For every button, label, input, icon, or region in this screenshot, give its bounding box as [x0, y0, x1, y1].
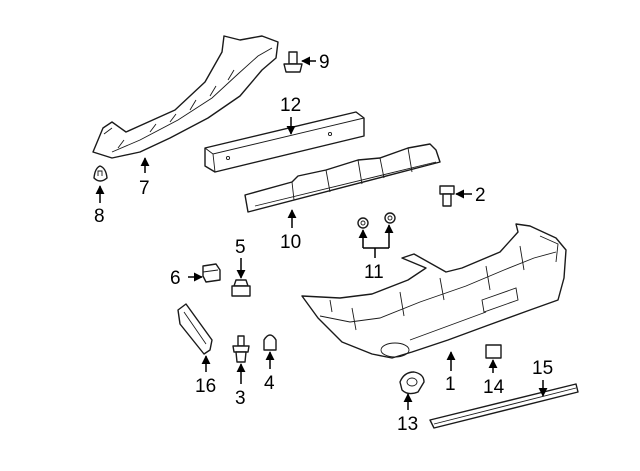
callout-labels: 1 2 3 4 5 6 7 8 9 10 11 12 13 14 15 16 [94, 52, 553, 435]
part-12-reinforcement [204, 111, 365, 173]
part-16-side-bracket [177, 303, 213, 355]
leader-lines [95, 56, 548, 410]
part-7-bracket [92, 35, 279, 159]
callout-9: 9 [319, 52, 330, 73]
part-2-bolt [439, 185, 455, 207]
callout-2: 2 [475, 185, 486, 206]
callout-3: 3 [235, 388, 246, 409]
callout-10: 10 [280, 232, 301, 253]
part-5-retainer [231, 279, 251, 297]
part-4-rivet [263, 334, 277, 351]
callout-11: 11 [364, 262, 384, 283]
callout-13: 13 [397, 414, 418, 435]
callout-4: 4 [264, 373, 275, 394]
part-14-pad [485, 344, 502, 359]
part-8-clip [93, 165, 108, 182]
part-10-absorber [244, 143, 441, 213]
part-1-bumper-cover [301, 223, 567, 359]
callout-1: 1 [445, 374, 456, 395]
part-9-bolt [283, 51, 303, 73]
callout-6: 6 [170, 268, 181, 289]
callout-15: 15 [532, 358, 553, 379]
callout-12: 12 [280, 95, 301, 116]
callout-8: 8 [94, 206, 105, 227]
callout-5: 5 [235, 237, 246, 258]
part-6-bracket [202, 263, 221, 283]
part-3-retainer [232, 335, 250, 363]
callout-7: 7 [139, 178, 150, 199]
callout-16: 16 [195, 376, 216, 397]
part-11-nuts [357, 212, 396, 229]
callout-14: 14 [483, 377, 505, 398]
part-13-cover [399, 371, 425, 395]
